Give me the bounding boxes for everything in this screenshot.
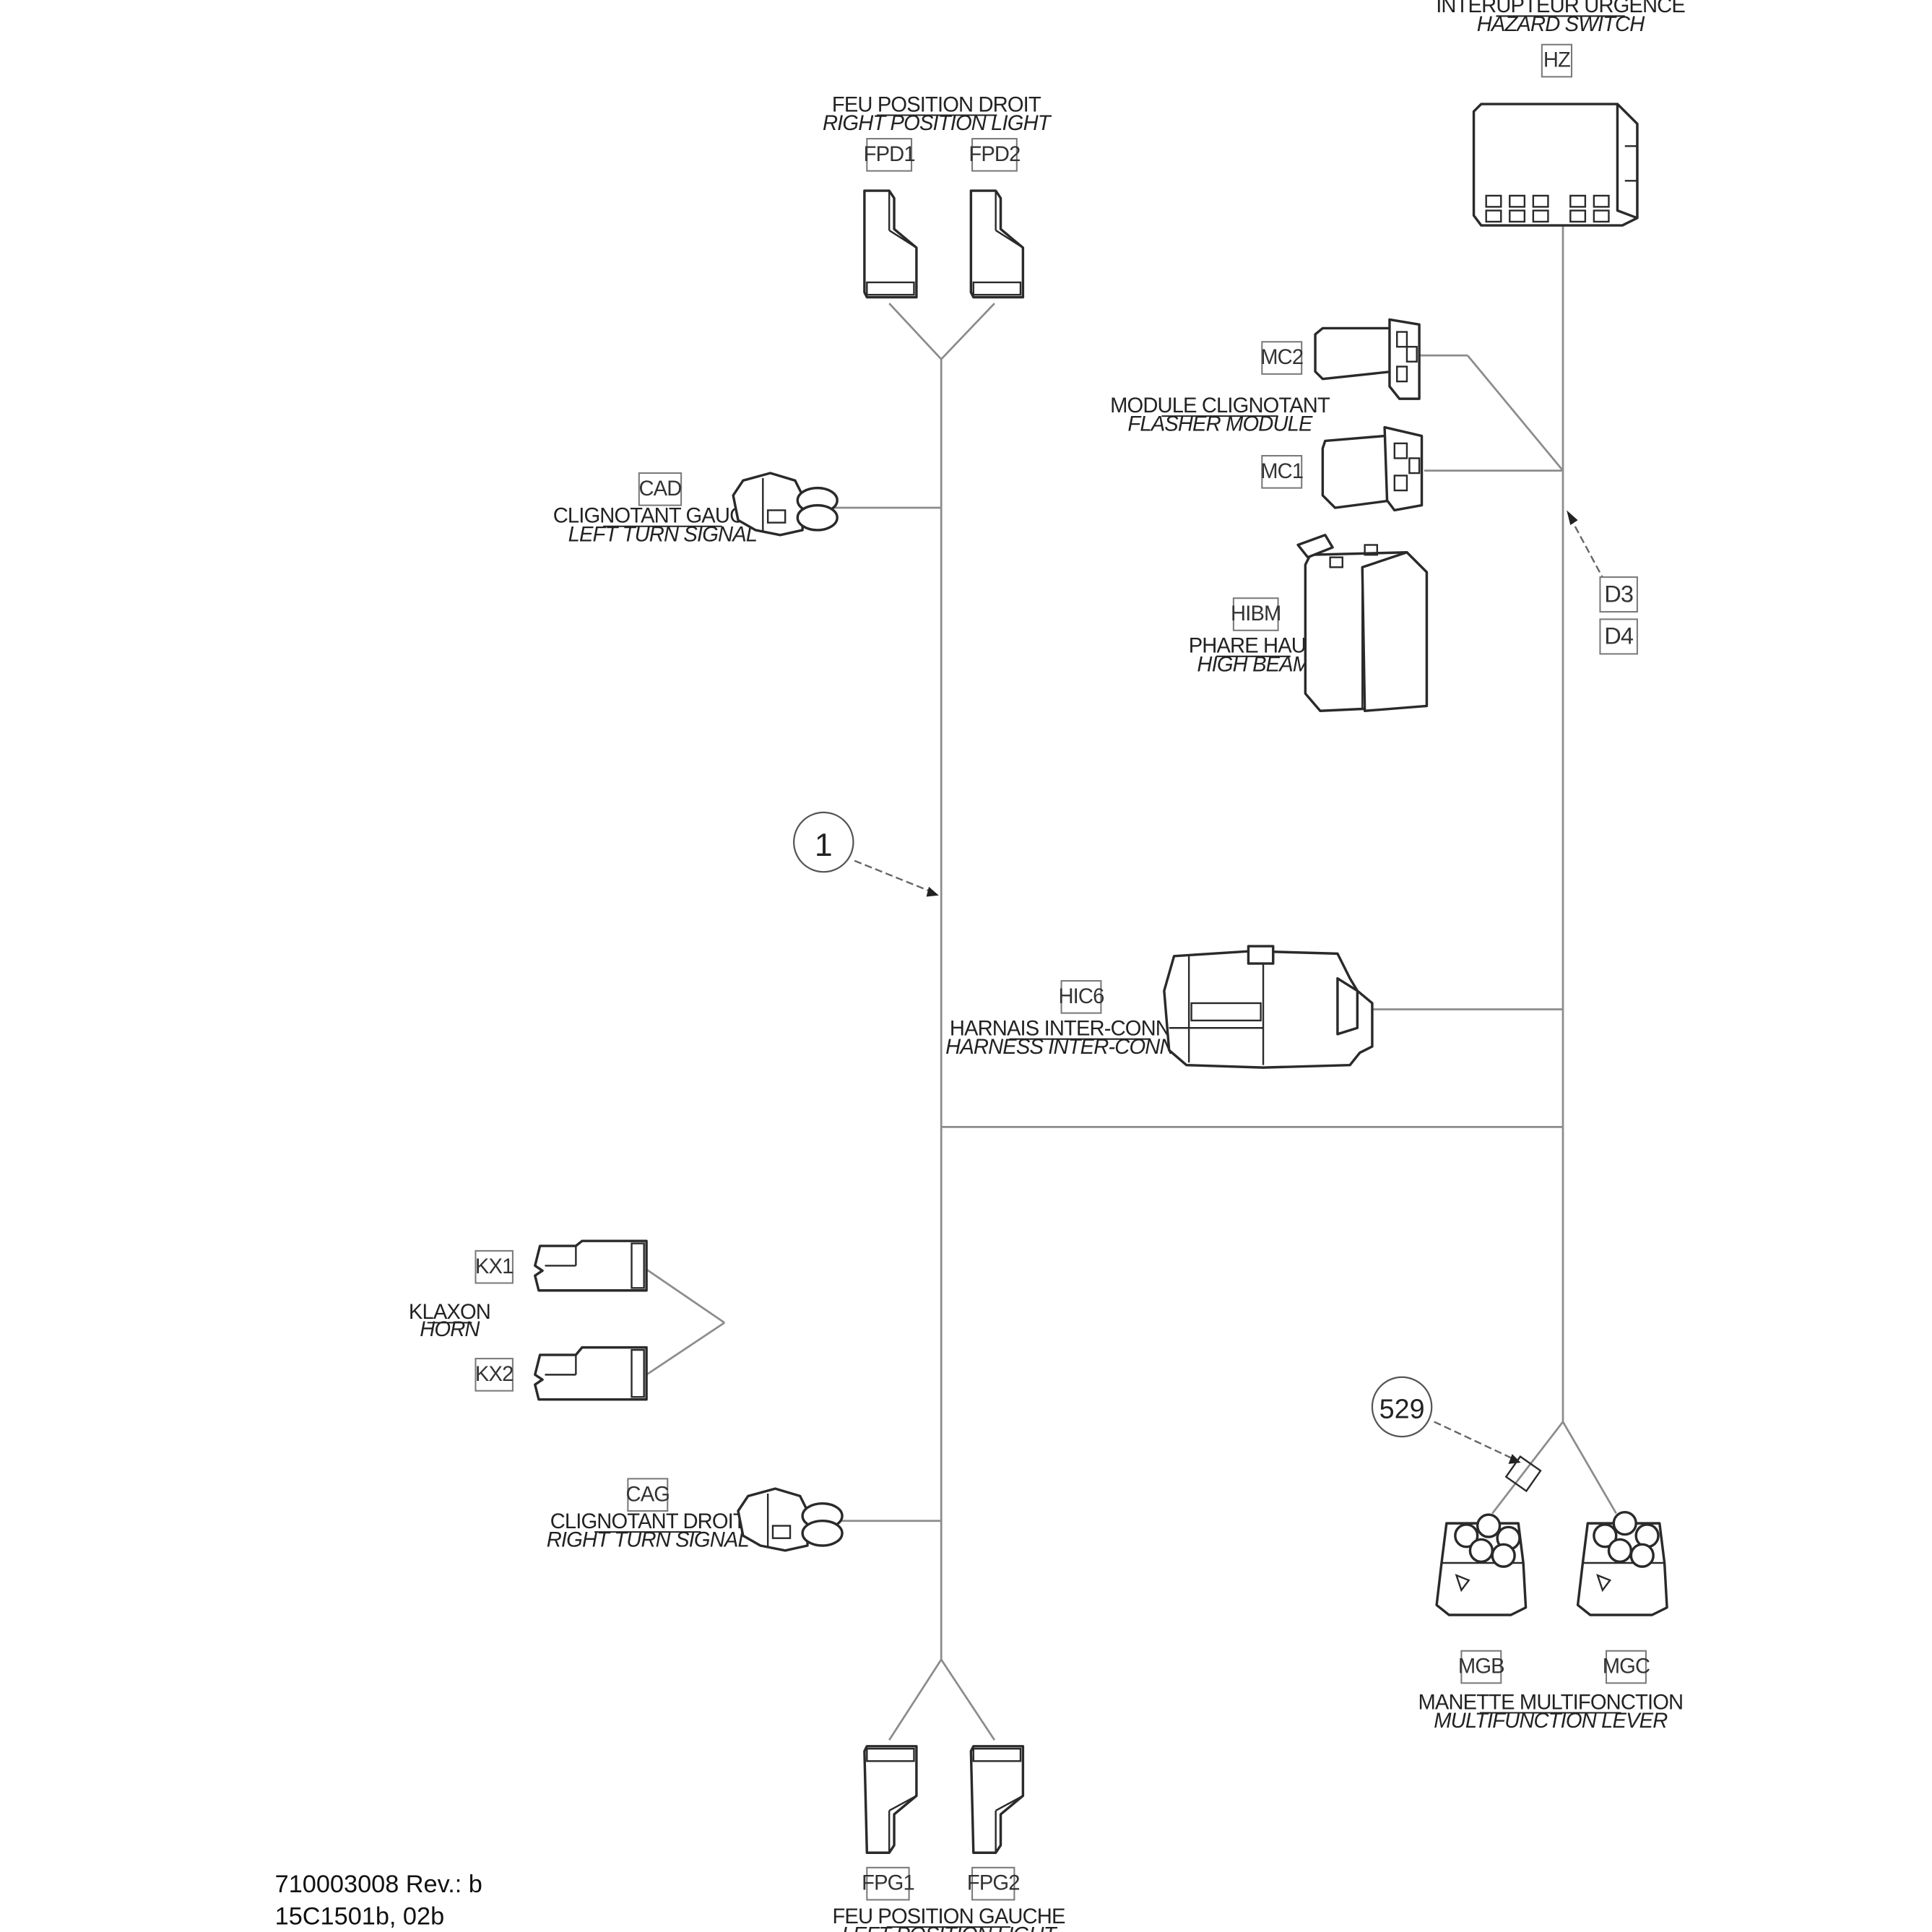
connector-code-mc1: MC1 [1260, 460, 1303, 483]
high-beam-label-fr: PHARE HAUT [1189, 635, 1319, 658]
high-beam: HIBM PHARE HAUT HIGH BEAM [1189, 534, 1429, 712]
flasher-module-label-en: FLASHER MODULE [1127, 413, 1313, 436]
flasher-module: MC2 MODULE CLIGNOTANT FLASHER MODULE MC1 [1110, 318, 1424, 512]
mc1-connector-icon [1321, 425, 1424, 512]
harness-interconnect: HIC6 HARNAIS INTER-CONNECT HARNESS INTER… [945, 945, 1374, 1069]
right-turn-signal-label-en: RIGHT TURN SIGNAL [547, 1529, 749, 1552]
hazard-switch-icon [1472, 103, 1639, 227]
hazard-switch-label-en: HAZARD SWITCH [1477, 13, 1645, 36]
left-turn-signal-label-en: LEFT TURN SIGNAL [568, 523, 758, 546]
cad-connector-icon [732, 472, 839, 537]
connector-code-fpg2: FPG2 [967, 1872, 1020, 1895]
right-position-light: FEU POSITION DROIT RIGHT POSITION LIGHT … [823, 93, 1053, 299]
fpg1-terminal-icon [863, 1745, 918, 1854]
connector-code-fpg1: FPG1 [862, 1872, 914, 1895]
high-beam-relay-icon [1296, 534, 1429, 712]
drawing-ref-code: 15C1501b, 02b [275, 1903, 444, 1931]
left-position-light-label-en: LEFT POSITION LIGHT [841, 1924, 1057, 1932]
connector-code-fpd1: FPD1 [864, 143, 915, 166]
hazard-switch-label-fr: INTERUPTEUR URGENCE [1436, 0, 1685, 17]
callout-harness-number: 1 [815, 828, 833, 863]
callout-529: 529 [1371, 1376, 1542, 1493]
cag-connector-icon [737, 1487, 844, 1552]
connector-code-fpd2: FPD2 [969, 143, 1020, 166]
fpd1-terminal-icon [863, 189, 918, 299]
right-turn-signal: CAG CLIGNOTANT DROIT RIGHT TURN SIGNAL [547, 1478, 844, 1552]
kx2-terminal-icon [534, 1346, 648, 1401]
multifunction-lever-label-en: MULTIFUNCTION LEVER [1434, 1710, 1668, 1733]
connector-code-mgc: MGC [1603, 1655, 1650, 1678]
callout-harness: 1 [793, 811, 939, 897]
connector-code-hibm: HIBM [1231, 602, 1281, 625]
drawing-reference: 710003008 Rev.: b 15C1501b, 02b [275, 1871, 482, 1931]
connector-code-d3: D3 [1604, 581, 1633, 607]
horn-label-en: HORN [420, 1318, 480, 1341]
fpg2-terminal-icon [969, 1745, 1025, 1854]
horn: KX1 KLAXON HORN KX2 [409, 1239, 648, 1401]
connector-code-hic6: HIC6 [1058, 985, 1104, 1008]
connector-code-hz: HZ [1543, 49, 1570, 72]
hazard-switch: INTERUPTEUR URGENCE HAZARD SWITCH HZ [1436, 0, 1686, 227]
mgb-connector-icon [1435, 1513, 1528, 1616]
connector-code-kx1: KX1 [475, 1255, 514, 1278]
callout-529-number: 529 [1379, 1393, 1425, 1424]
mgc-connector-icon [1576, 1510, 1668, 1616]
hic6-connector-icon [1163, 945, 1374, 1069]
connector-code-mgb: MGB [1458, 1655, 1504, 1678]
connector-code-mc2: MC2 [1260, 346, 1303, 369]
connector-code-cag: CAG [626, 1483, 670, 1506]
mc2-connector-icon [1314, 318, 1421, 400]
connector-code-d4: D4 [1604, 623, 1634, 649]
fpd2-terminal-icon [969, 189, 1025, 299]
connector-code-cad: CAD [638, 477, 681, 501]
kx1-terminal-icon [534, 1239, 648, 1292]
right-position-light-label-en: RIGHT POSITION LIGHT [823, 112, 1052, 135]
right-position-light-label-fr: FEU POSITION DROIT [832, 93, 1041, 116]
horn-label-fr: KLAXON [409, 1301, 490, 1324]
drawing-ref-number: 710003008 Rev.: b [275, 1871, 482, 1898]
diode-refs: D3 D4 [1567, 510, 1638, 655]
left-turn-signal: CAD CLIGNOTANT GAUCHE LEFT TURN SIGNAL [553, 472, 839, 546]
multifunction-lever-label-fr: MANETTE MULTIFONCTION [1418, 1691, 1683, 1714]
high-beam-label-en: HIGH BEAM [1197, 653, 1310, 676]
flasher-module-label-fr: MODULE CLIGNOTANT [1110, 394, 1330, 417]
left-position-light: FPG1 FPG2 FEU POSITION GAUCHE LEFT POSIT… [832, 1745, 1066, 1932]
multifunction-lever: MGB MGC MANETTE MULTIFONCTION MULTIFUNCT… [1418, 1510, 1684, 1733]
connector-code-kx2: KX2 [475, 1363, 514, 1386]
right-turn-signal-label-fr: CLIGNOTANT DROIT [550, 1510, 746, 1533]
left-position-light-label-fr: FEU POSITION GAUCHE [832, 1905, 1065, 1928]
